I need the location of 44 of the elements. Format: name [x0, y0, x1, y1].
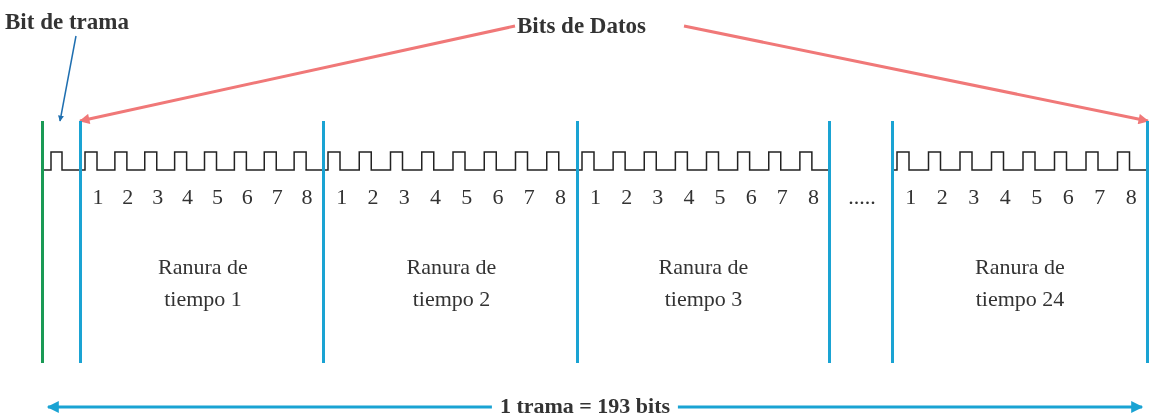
bit-number: 5 — [1031, 184, 1043, 210]
time-slot — [891, 121, 1149, 363]
bit-number: 1 — [590, 184, 602, 210]
bit-number: 8 — [1125, 184, 1137, 210]
time-slot — [576, 121, 831, 363]
bit-number: 2 — [122, 184, 134, 210]
bit-number: 6 — [1062, 184, 1074, 210]
bit-number: 8 — [554, 184, 566, 210]
bit-number: 4 — [999, 184, 1011, 210]
slot-label: Ranura de tiempo 3 — [657, 253, 750, 313]
bit-number: 8 — [301, 184, 313, 210]
bit-number: 6 — [492, 184, 504, 210]
bit-number: 4 — [182, 184, 194, 210]
ellipsis: ..... — [848, 184, 876, 210]
bit-number: 1 — [905, 184, 917, 210]
bit-number: 5 — [461, 184, 473, 210]
bit-number: 6 — [241, 184, 253, 210]
bit-number: 4 — [683, 184, 695, 210]
bit-number: 5 — [211, 184, 223, 210]
bit-number: 2 — [621, 184, 633, 210]
bit-number: 1 — [92, 184, 104, 210]
bit-number: 2 — [367, 184, 379, 210]
leader-line — [58, 35, 77, 122]
arrow — [683, 24, 1150, 125]
bit-number: 1 — [336, 184, 348, 210]
slot-label: Ranura de tiempo 24 — [974, 253, 1066, 313]
bit-number: 8 — [807, 184, 819, 210]
bit-number: 4 — [429, 184, 441, 210]
callout-label: Bit de trama — [5, 8, 129, 36]
bit-number: 3 — [152, 184, 164, 210]
arrow — [78, 24, 516, 125]
bit-number: 7 — [271, 184, 283, 210]
bit-number: 2 — [936, 184, 948, 210]
bit-number: 6 — [745, 184, 757, 210]
bit-number: 3 — [398, 184, 410, 210]
bit-number: 7 — [1094, 184, 1106, 210]
bit-number: 7 — [776, 184, 788, 210]
slot-label: Ranura de tiempo 1 — [157, 253, 249, 313]
bit-number: 5 — [714, 184, 726, 210]
bit-number: 3 — [968, 184, 980, 210]
bit-number: 3 — [652, 184, 664, 210]
slot-label: Ranura de tiempo 2 — [405, 253, 498, 313]
bit-number: 7 — [523, 184, 535, 210]
callout-label: Bits de Datos — [517, 12, 647, 40]
